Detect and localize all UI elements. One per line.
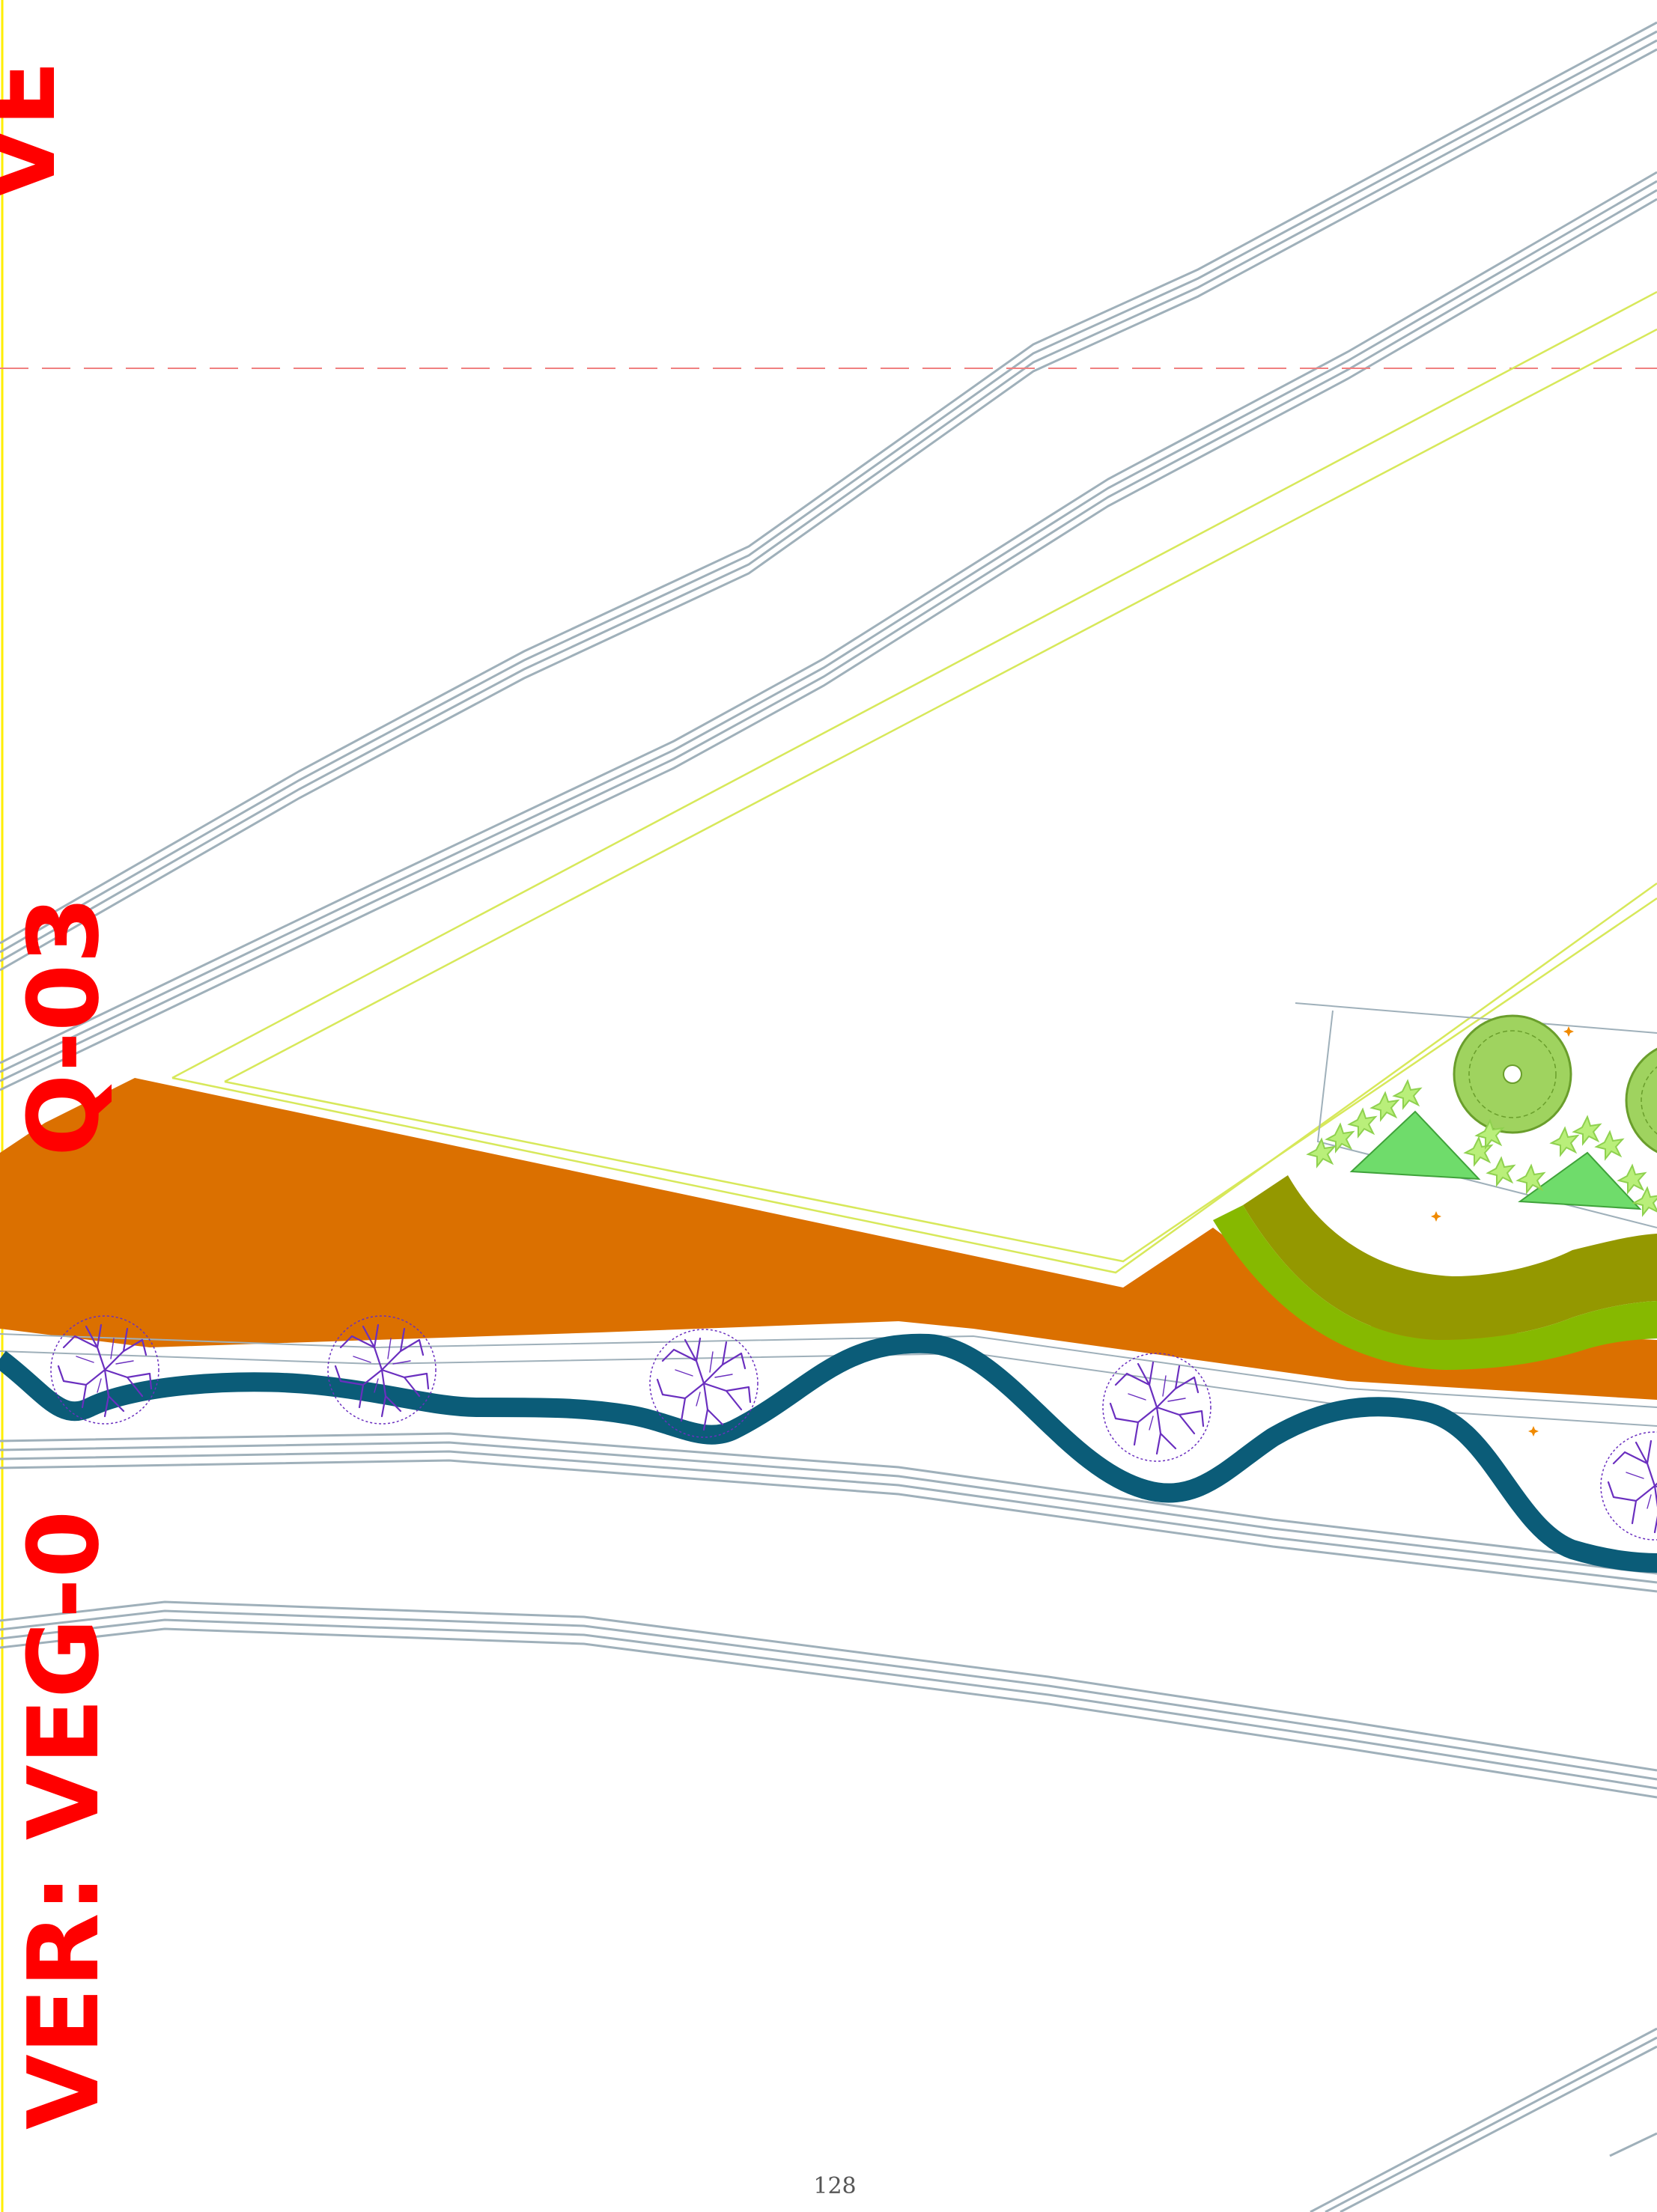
tree-symbol-5 xyxy=(1599,1431,1657,1541)
revision-label-main: VER: VEG-0 xyxy=(7,1511,121,2130)
contour-lines-upper xyxy=(0,21,1657,1091)
tree-symbol-4 xyxy=(1101,1352,1212,1463)
meander-stream xyxy=(0,1333,1657,1573)
revision-label-top: VE xyxy=(0,61,77,202)
revision-label-tail: Q-03 xyxy=(7,896,121,1157)
shrub-triangle-1 xyxy=(1349,1110,1481,1180)
olive-band xyxy=(1243,1175,1657,1340)
contour-lines-lower xyxy=(0,1432,1657,2212)
sheet-border xyxy=(1,0,4,2212)
tree-symbol-3 xyxy=(648,1328,759,1439)
lime-band xyxy=(1213,1205,1657,1370)
large-shrub-2 xyxy=(1625,1041,1657,1160)
lawn-boundary xyxy=(171,290,1657,1274)
shrub-triangle-2 xyxy=(1518,1151,1642,1210)
large-shrub-1 xyxy=(1453,1014,1572,1134)
orange-planting-bed xyxy=(0,1078,1657,1400)
page-number: 128 xyxy=(813,2173,856,2199)
shrub-group xyxy=(1307,1014,1657,1436)
